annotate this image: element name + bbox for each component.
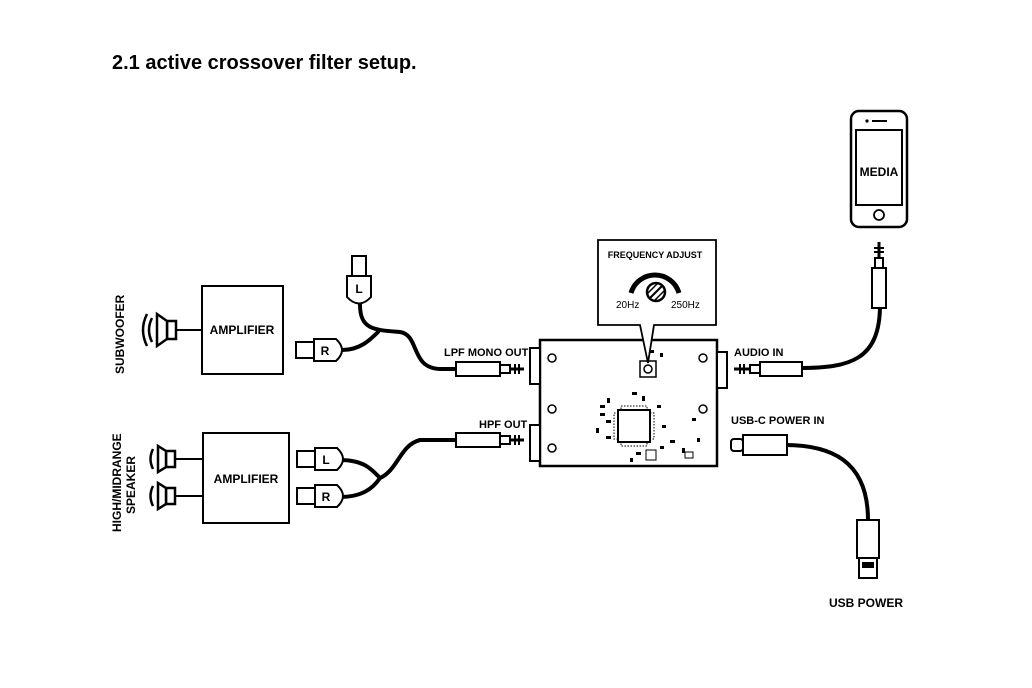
cables	[338, 303, 882, 522]
rca-plug-r-bottom-icon	[296, 484, 344, 508]
lpf-r-branch	[340, 330, 380, 352]
high-speaker-icon-1	[149, 443, 177, 475]
media-label: MEDIA	[860, 165, 899, 179]
rca-plug-r-top-icon	[295, 338, 343, 362]
hpf-r-branch	[338, 476, 382, 499]
chip-icon	[617, 409, 651, 443]
usbc-plug-icon	[730, 434, 788, 456]
amplifier-bottom-box	[202, 432, 290, 524]
subwoofer-speaker-icon	[141, 311, 178, 349]
media-phone-icon	[849, 109, 909, 229]
amplifier-top-label: AMPLIFIER	[210, 323, 275, 337]
freq-min-label: 20Hz	[616, 300, 639, 311]
frequency-arc	[628, 272, 682, 294]
media-jack-icon	[871, 242, 887, 309]
plug-r-bottom-label: R	[322, 490, 331, 504]
rca-plug-l-top-icon	[346, 255, 372, 305]
frequency-adjust-callout: FREQUENCY ADJUST 20Hz 250Hz	[597, 239, 717, 364]
plug-r-top-label: R	[321, 344, 330, 358]
high-midrange-label: HIGH/MIDRANGE	[110, 433, 124, 532]
audio-in-jack-icon	[734, 361, 803, 377]
plug-l-bottom-label: L	[322, 453, 329, 467]
amplifier-top-box	[201, 285, 284, 375]
hpf-jack-icon	[455, 432, 524, 448]
lpf-jack-icon	[455, 361, 524, 377]
amplifier-bottom-label: AMPLIFIER	[214, 472, 279, 486]
plug-l-top-label: L	[355, 282, 362, 296]
crossover-board	[529, 338, 728, 468]
frequency-knob-icon	[645, 281, 667, 303]
hpf-out-label: HPF OUT	[479, 419, 528, 431]
freq-max-label: 250Hz	[671, 300, 700, 311]
hpf-cable	[338, 438, 458, 481]
usb-a-plug-icon	[856, 519, 880, 579]
audio-in-label: AUDIO IN	[734, 347, 784, 359]
subwoofer-label: SUBWOOFER	[113, 294, 127, 374]
audio-in-cable	[798, 303, 882, 370]
lpf-cable	[358, 303, 460, 371]
rca-plug-l-bottom-icon	[296, 447, 344, 471]
speaker-label: SPEAKER	[124, 456, 138, 514]
usb-power-label: USB POWER	[829, 596, 903, 610]
frequency-adjust-label: FREQUENCY ADJUST	[608, 250, 703, 260]
page-title: 2.1 active crossover filter setup.	[112, 52, 417, 74]
usbc-cable	[783, 443, 870, 522]
lpf-mono-out-label: LPF MONO OUT	[444, 347, 529, 359]
usbc-power-in-label: USB-C POWER IN	[731, 415, 825, 427]
high-speaker-icon-2	[149, 480, 177, 512]
